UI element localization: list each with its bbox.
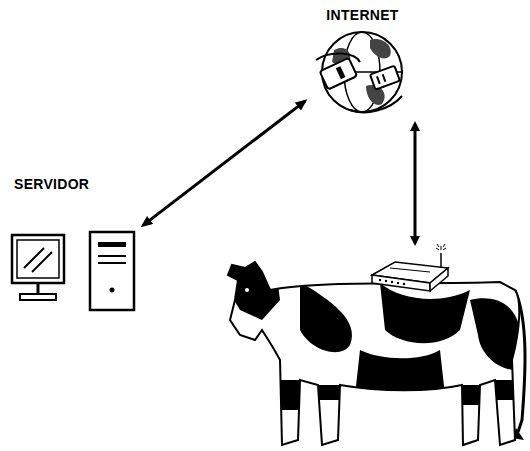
node-label: INTERNET [326,7,398,23]
router-icon [372,244,448,291]
globe-icon [316,32,402,112]
link-arrow [143,101,305,225]
server-node: SERVIDOR [8,175,143,315]
link-arrow [414,124,417,243]
cow-illustration [220,250,530,450]
computer-icon [12,232,134,310]
internet-node: INTERNET [305,6,420,122]
node-label: SERVIDOR [14,176,89,192]
